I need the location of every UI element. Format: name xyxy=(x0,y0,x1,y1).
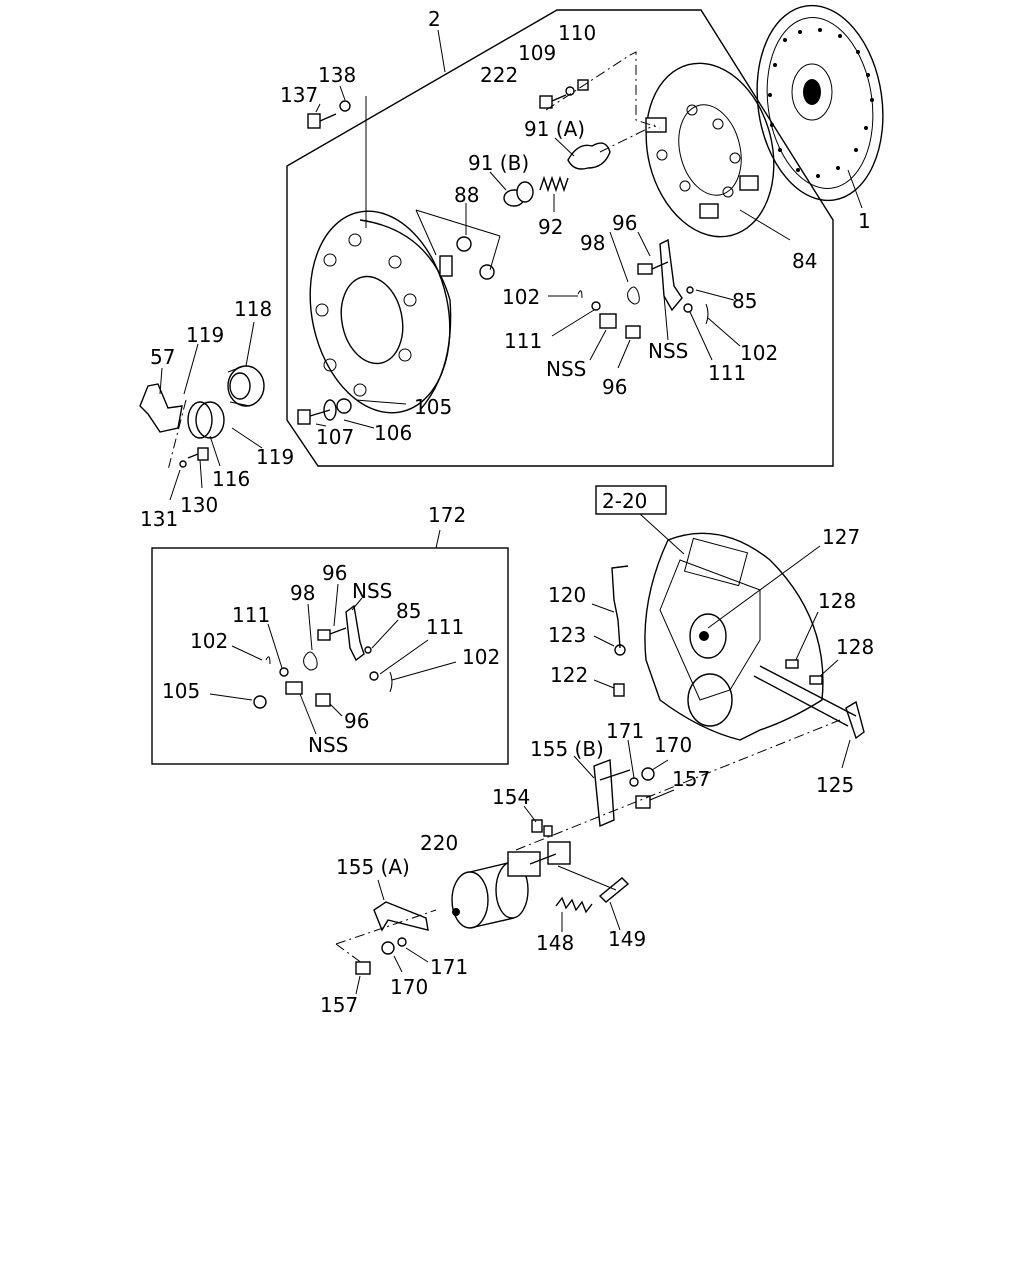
callout-109: 109 xyxy=(518,41,556,65)
callout-91b: 91 (B) xyxy=(468,151,529,175)
spring-seat-91a xyxy=(567,142,611,170)
callout-107: 107 xyxy=(316,425,354,449)
callout-84: 84 xyxy=(792,249,817,273)
callout-154: 154 xyxy=(492,785,530,809)
callout-102-172-left: 102 xyxy=(190,629,228,653)
callout-nss-top-left: NSS xyxy=(546,357,586,381)
clutch-cover-part xyxy=(309,210,452,414)
callout-130: 130 xyxy=(180,493,218,517)
callout-149: 149 xyxy=(608,927,646,951)
bolt-222 xyxy=(539,94,567,109)
bolt-130 xyxy=(187,447,209,461)
spring-92 xyxy=(539,175,569,193)
callout-131: 131 xyxy=(140,507,178,531)
parts-88 xyxy=(415,209,501,280)
callout-138: 138 xyxy=(318,63,356,87)
callout-57: 57 xyxy=(150,345,175,369)
callout-111-right: 111 xyxy=(708,361,746,385)
callout-120: 120 xyxy=(548,583,586,607)
lever-assy-172 xyxy=(253,604,393,709)
link-149 xyxy=(598,877,630,903)
callout-96-172-bottom: 96 xyxy=(344,709,369,733)
callout-105-top: 105 xyxy=(414,395,452,419)
fitting-154 xyxy=(531,819,553,837)
reference-box-2-20 xyxy=(595,485,667,515)
callout-106: 106 xyxy=(374,421,412,445)
callout-170-bottom: 170 xyxy=(390,975,428,999)
callout-85-top: 85 xyxy=(732,289,757,313)
callout-222: 222 xyxy=(480,63,518,87)
callout-119-top: 119 xyxy=(186,323,224,347)
pressure-plate-part xyxy=(645,62,791,241)
callout-172: 172 xyxy=(428,503,466,527)
callout-111-172-right: 111 xyxy=(426,615,464,639)
callout-1: 1 xyxy=(858,209,871,233)
callout-nss-172-top: NSS xyxy=(352,579,392,603)
callout-128-top: 128 xyxy=(818,589,856,613)
cap-91b xyxy=(503,181,534,207)
callout-157-top: 157 xyxy=(672,767,710,791)
callout-91a: 91 (A) xyxy=(524,117,585,141)
callout-119-bottom: 119 xyxy=(256,445,294,469)
callout-111-172-left: 111 xyxy=(232,603,270,627)
callout-2: 2 xyxy=(428,7,441,31)
callout-123: 123 xyxy=(548,623,586,647)
callout-155a: 155 (A) xyxy=(336,855,410,879)
pipe-120 xyxy=(611,565,629,697)
callout-155b: 155 (B) xyxy=(530,737,604,761)
assembly-group-172-frame xyxy=(151,547,509,765)
callout-nss-top-right: NSS xyxy=(648,339,688,363)
booster-cylinder-220 xyxy=(451,841,571,929)
callout-110: 110 xyxy=(558,21,596,45)
callout-96-172-top: 96 xyxy=(322,561,347,585)
bolt-107 xyxy=(297,409,331,425)
bracket-155b xyxy=(593,759,631,828)
flywheel-housing-part xyxy=(644,532,824,741)
callout-125: 125 xyxy=(816,773,854,797)
assembly-group-2-frame xyxy=(286,9,834,467)
callout-98-top: 98 xyxy=(580,231,605,255)
callout-96-top: 96 xyxy=(612,211,637,235)
callout-137: 137 xyxy=(280,83,318,107)
callout-220: 220 xyxy=(420,831,458,855)
sleeve-116 xyxy=(187,401,225,439)
callout-148: 148 xyxy=(536,931,574,955)
washer-138 xyxy=(339,100,351,112)
callout-157-bottom: 157 xyxy=(320,993,358,1017)
callout-102-right: 102 xyxy=(740,341,778,365)
callout-2-20: 2-20 xyxy=(602,489,647,513)
callout-128-bottom: 128 xyxy=(836,635,874,659)
fork-57 xyxy=(139,383,183,433)
clutch-disc-part xyxy=(756,4,884,209)
callout-111-left: 111 xyxy=(504,329,542,353)
callout-105-172: 105 xyxy=(162,679,200,703)
callout-171-bottom: 171 xyxy=(430,955,468,979)
callout-85-172: 85 xyxy=(396,599,421,623)
callout-92: 92 xyxy=(538,215,563,239)
callout-88: 88 xyxy=(454,183,479,207)
callout-96-bottom: 96 xyxy=(602,375,627,399)
callout-102-172-right: 102 xyxy=(462,645,500,669)
callout-nss-172-bottom: NSS xyxy=(308,733,348,757)
callout-102-left: 102 xyxy=(502,285,540,309)
callout-98-172: 98 xyxy=(290,581,315,605)
bracket-155a xyxy=(373,901,429,932)
callout-127: 127 xyxy=(822,525,860,549)
spring-148 xyxy=(555,896,593,914)
release-bearing-118 xyxy=(227,365,265,407)
callout-116: 116 xyxy=(212,467,250,491)
callout-171-top: 171 xyxy=(606,719,644,743)
callout-122: 122 xyxy=(550,663,588,687)
shaft-125 xyxy=(753,665,865,740)
callout-170-top: 170 xyxy=(654,733,692,757)
bolt-137 xyxy=(307,113,337,129)
callout-118: 118 xyxy=(234,297,272,321)
